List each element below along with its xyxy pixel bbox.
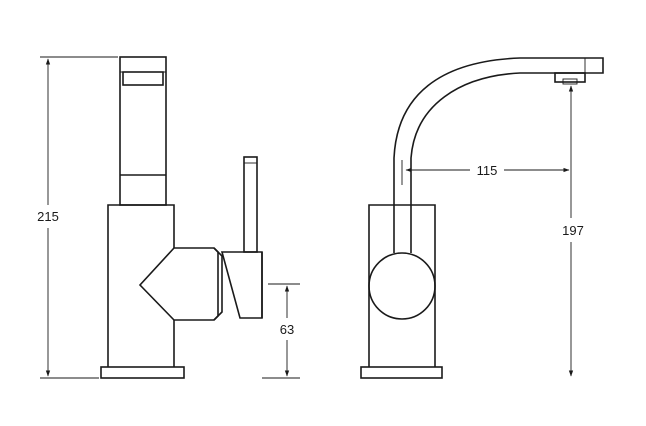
side-spout	[393, 57, 604, 159]
side-spout-stem	[393, 158, 412, 253]
front-view	[100, 56, 263, 379]
side-view	[360, 57, 604, 379]
dim-63-label: 63	[280, 322, 294, 337]
side-aerator-tip	[562, 78, 578, 85]
front-lever-handle	[243, 156, 258, 253]
dim-115-label: 115	[477, 163, 498, 178]
front-aerator	[122, 71, 164, 86]
front-spout-column	[119, 56, 167, 206]
front-connector-edge	[213, 247, 219, 321]
side-body	[368, 204, 436, 367]
dim-197-label: 197	[562, 223, 584, 238]
side-base-plate	[360, 366, 443, 379]
front-base-plate	[100, 366, 185, 379]
dim-215-label: 215	[37, 209, 59, 224]
side-lever-knob	[368, 252, 436, 320]
front-lever-block	[220, 251, 263, 319]
front-dimensions: 215 63	[37, 56, 300, 379]
front-handle-connector	[138, 247, 223, 321]
side-dimensions: 115 197	[401, 85, 584, 377]
side-aerator	[554, 72, 586, 83]
